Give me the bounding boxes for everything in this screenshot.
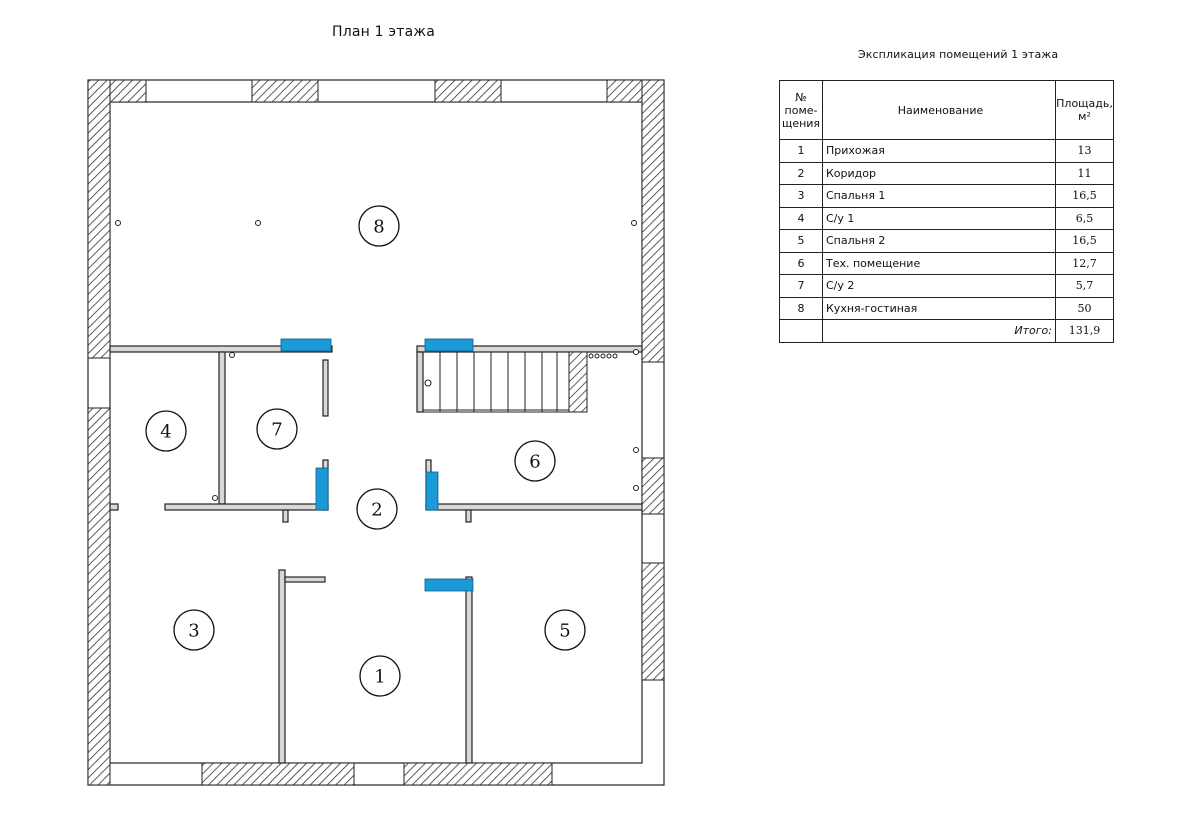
room-marker-6: [514, 440, 556, 482]
row-area: 16,5: [1055, 229, 1114, 253]
row-area: 6,5: [1055, 206, 1114, 230]
staircase: [422, 351, 588, 413]
row-area: 11: [1055, 161, 1114, 185]
room-label-5: 5: [559, 621, 570, 642]
row-number: 7: [779, 274, 823, 298]
row-name: Спальня 1: [822, 184, 1056, 208]
header-number: № поме-щения: [779, 80, 823, 140]
row-name: С/у 1: [822, 206, 1056, 230]
blue-elements: [280, 338, 474, 592]
room-marker-1: [359, 655, 401, 697]
fixtures: [115, 220, 639, 501]
table-header-row: № поме-щения Наименование Площадь, м²: [779, 80, 1114, 140]
row-name: Спальня 2: [822, 229, 1056, 253]
total-value: 131,9: [1055, 319, 1114, 343]
row-number: 6: [779, 251, 823, 275]
row-number: 5: [779, 229, 823, 253]
row-name: С/у 2: [822, 274, 1056, 298]
row-number: 1: [779, 139, 823, 163]
room-marker-4: [145, 410, 187, 452]
row-number: 3: [779, 184, 823, 208]
row-area: 16,5: [1055, 184, 1114, 208]
row-number: 4: [779, 206, 823, 230]
room-label-6: 6: [529, 452, 540, 473]
room-label-8: 8: [373, 217, 384, 238]
row-name: Коридор: [822, 161, 1056, 185]
row-number: 2: [779, 161, 823, 185]
room-label-4: 4: [160, 422, 171, 443]
row-area: 50: [1055, 296, 1114, 320]
total-row: Итого: 131,9: [779, 319, 1114, 343]
hatched-walls: [87, 79, 665, 786]
row-name: Тех. помещение: [822, 251, 1056, 275]
header-name: Наименование: [822, 80, 1056, 140]
row-number: 8: [779, 296, 823, 320]
plan-title: План 1 этажа: [332, 24, 436, 40]
room-marker-2: [356, 488, 398, 530]
room-markers: [145, 205, 586, 697]
row-area: 5,7: [1055, 274, 1114, 298]
room-marker-7: [256, 408, 298, 450]
row-area: 12,7: [1055, 251, 1114, 275]
room-label-1: 1: [374, 667, 385, 688]
room-label-3: 3: [188, 621, 199, 642]
room-marker-5: [544, 609, 586, 651]
room-label-7: 7: [271, 420, 282, 441]
inner-walls: [109, 345, 643, 764]
total-spacer: [779, 319, 823, 343]
explication-title: Экспликация помещений 1 этажа: [858, 48, 1059, 61]
row-area: 13: [1055, 139, 1114, 163]
total-label: Итого:: [822, 319, 1056, 343]
room-label-2: 2: [371, 500, 382, 521]
row-name: Кухня-гостиная: [822, 296, 1056, 320]
header-area: Площадь, м²: [1055, 80, 1114, 140]
floor-plan: 8 4 7 6 2 3 5 1: [87, 79, 665, 786]
room-marker-3: [173, 609, 215, 651]
row-name: Прихожая: [822, 139, 1056, 163]
room-marker-8: [358, 205, 400, 247]
